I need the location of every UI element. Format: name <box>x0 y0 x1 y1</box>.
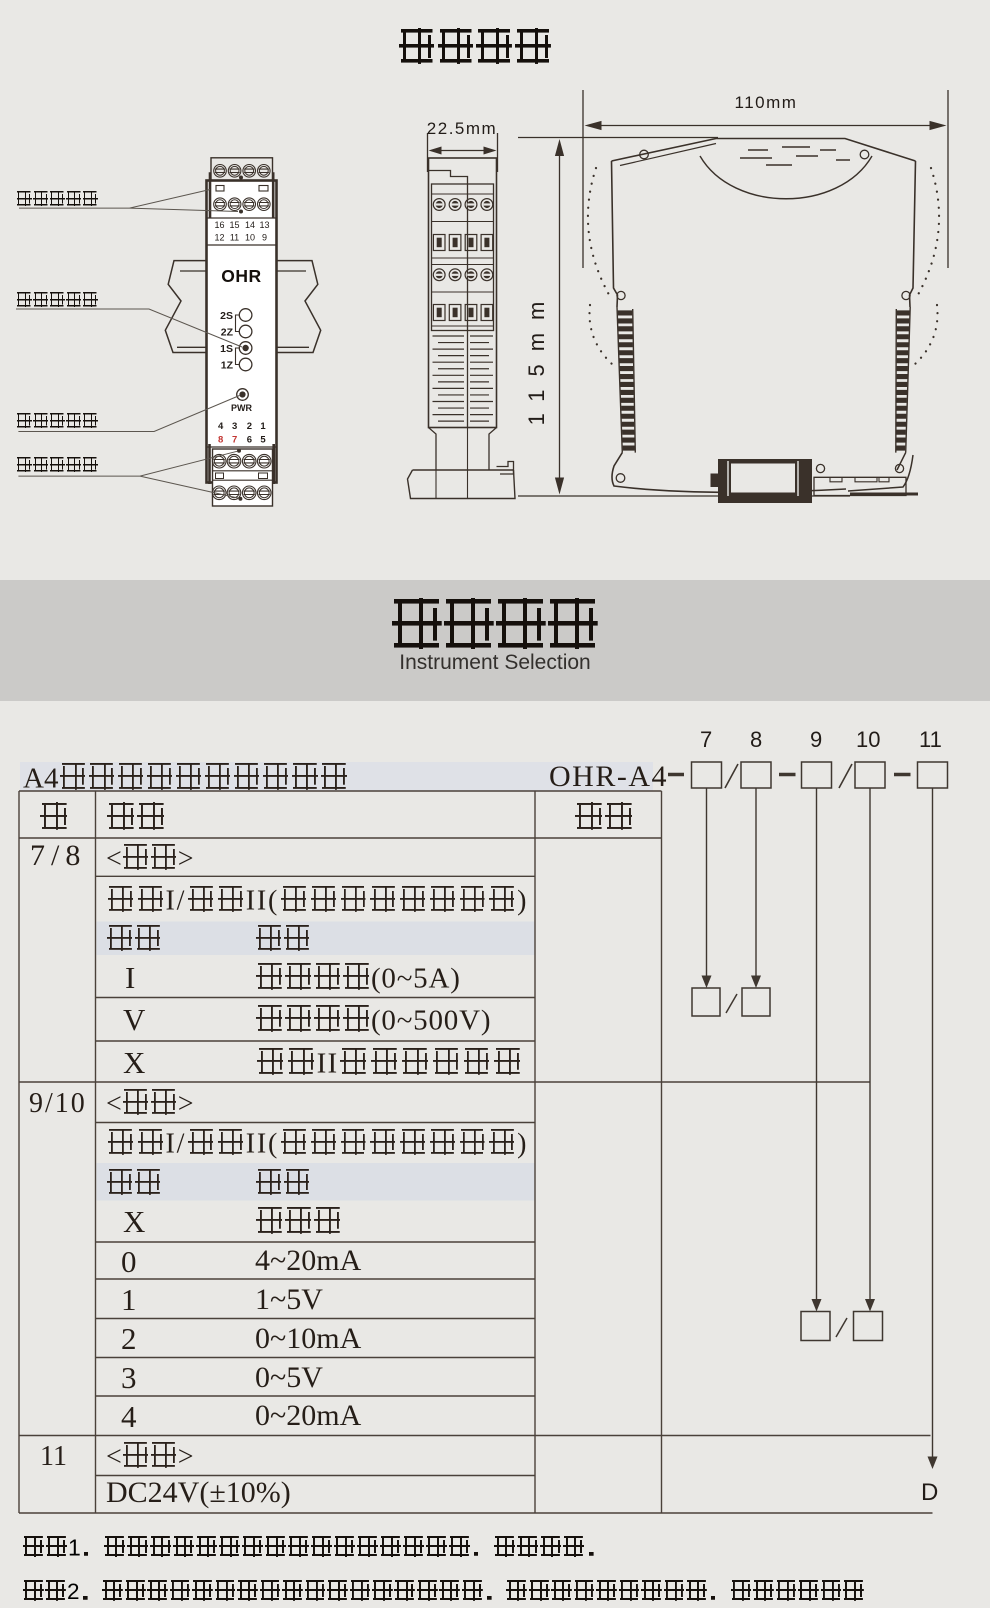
svg-text:14: 14 <box>245 220 255 230</box>
svg-text:3: 3 <box>232 421 237 432</box>
svg-text:6: 6 <box>247 435 252 446</box>
svg-text:12: 12 <box>214 233 224 243</box>
svg-text:13: 13 <box>259 220 269 230</box>
svg-text:9: 9 <box>262 233 267 243</box>
svg-text:2Z: 2Z <box>221 327 234 339</box>
svg-text:16: 16 <box>214 220 224 230</box>
svg-text:10: 10 <box>245 233 255 243</box>
svg-text:1S: 1S <box>220 343 233 355</box>
svg-text:5: 5 <box>260 435 266 446</box>
svg-text:4: 4 <box>218 421 224 432</box>
svg-text:1: 1 <box>260 421 266 432</box>
svg-text:22.5mm: 22.5mm <box>427 119 497 138</box>
svg-text:OHR: OHR <box>221 266 261 286</box>
svg-text:8: 8 <box>218 435 223 446</box>
svg-text:2: 2 <box>247 421 252 432</box>
svg-text:1Z: 1Z <box>221 360 234 372</box>
svg-text:7: 7 <box>232 435 237 446</box>
svg-text:PWR: PWR <box>231 403 252 413</box>
svg-text:2S: 2S <box>220 310 233 322</box>
svg-text:11: 11 <box>230 233 239 243</box>
svg-text:15: 15 <box>229 220 239 230</box>
svg-text:115mm: 115mm <box>524 289 549 426</box>
svg-text:110mm: 110mm <box>735 93 798 112</box>
